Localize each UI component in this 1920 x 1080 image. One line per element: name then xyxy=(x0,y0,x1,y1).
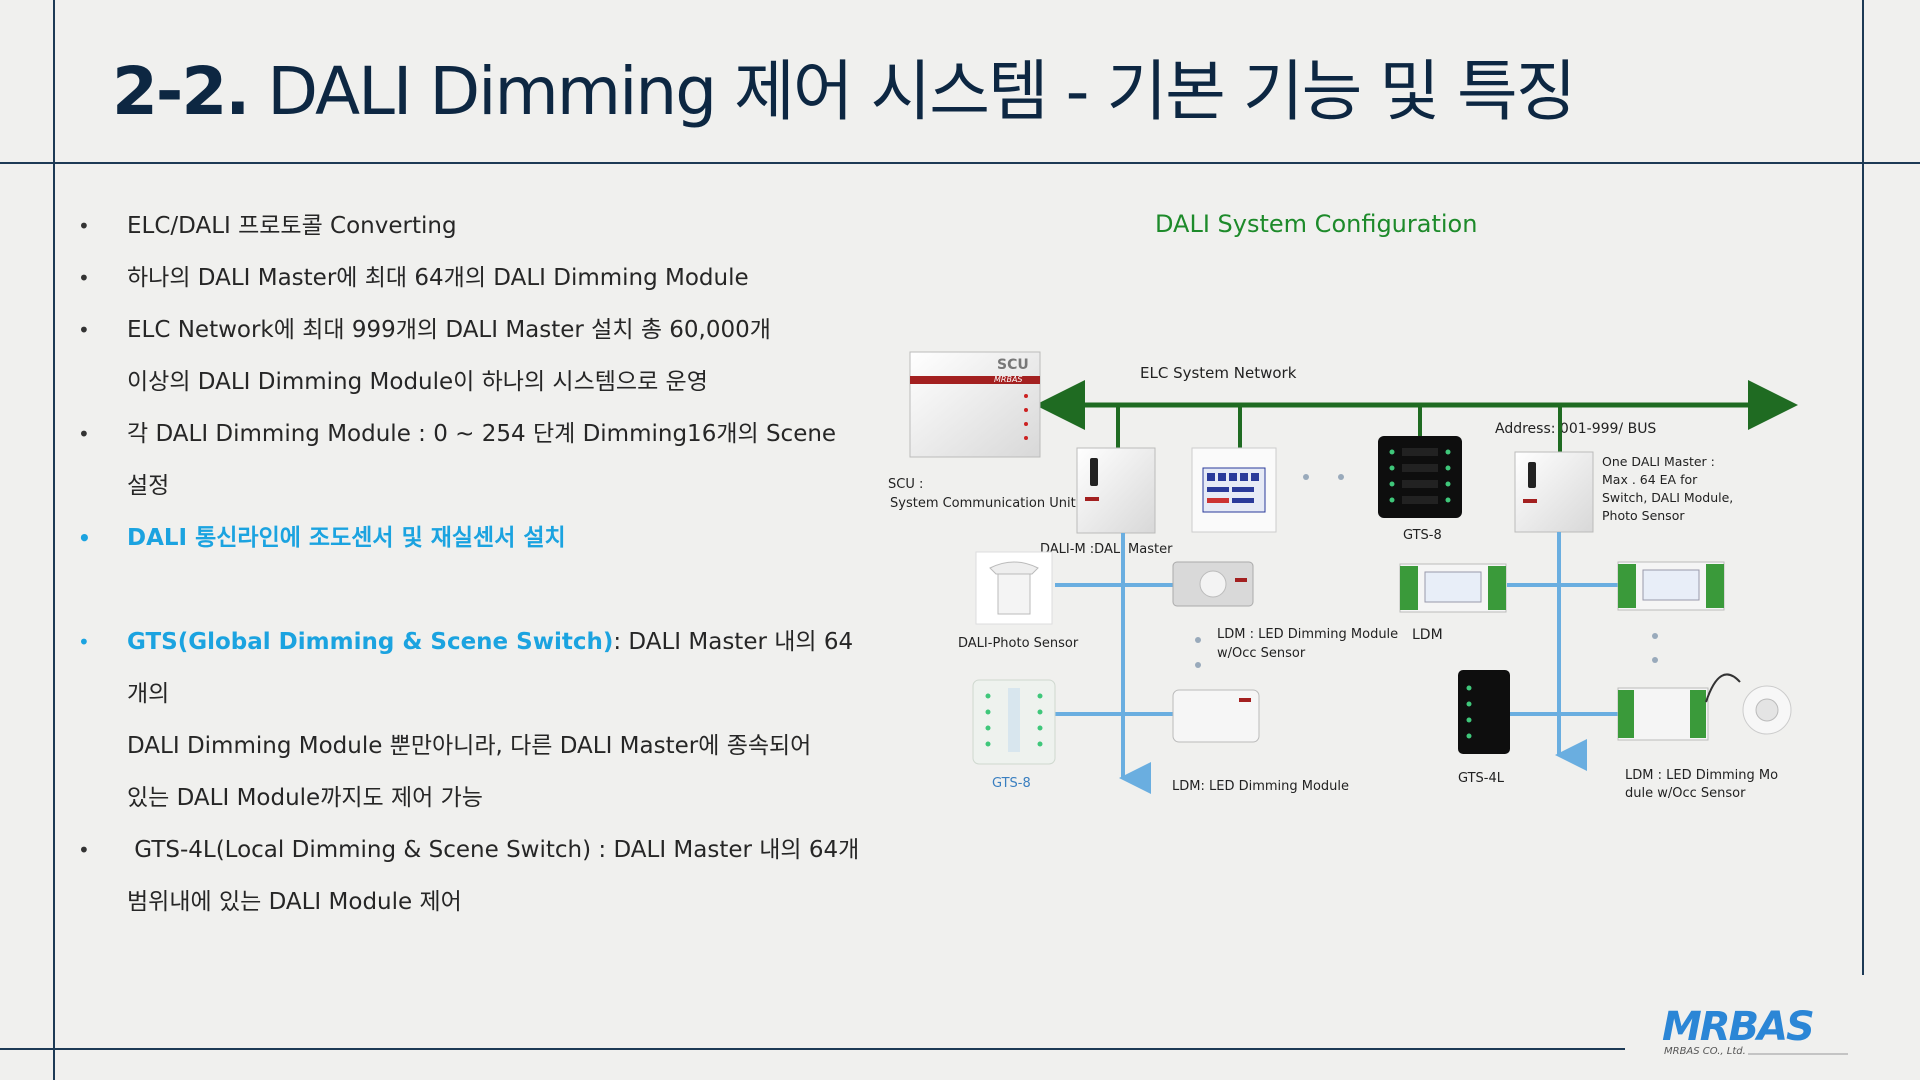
list-item: 하나의 DALI Master에 최대 64개의 DALI Dimming Mo… xyxy=(70,252,870,304)
diagram-title: DALI System Configuration xyxy=(1155,210,1477,238)
one-master-note: Max . 64 EA for xyxy=(1602,472,1698,487)
frame-right-line xyxy=(1862,0,1864,975)
ldm-dimming-module-device xyxy=(1172,689,1260,743)
gts8-switch-device xyxy=(1378,436,1462,518)
ldm-occ-label: LDM : LED Dimming Module xyxy=(1217,627,1398,642)
frame-header-line xyxy=(0,162,1920,164)
logo-subtext: MRBAS CO., Ltd. xyxy=(1664,1046,1746,1057)
ldm-right-label: LDM : LED Dimming Mo xyxy=(1625,768,1778,783)
slide-title: 2-2. DALI Dimming 제어 시스템 - 기본 기능 및 특징 xyxy=(112,38,1576,134)
one-master-note: One DALI Master : xyxy=(1602,454,1715,469)
frame-left-line xyxy=(53,0,55,1080)
dali-m-label: DALI-M :DALI Master xyxy=(1040,542,1173,557)
ldm-occ-device xyxy=(1172,561,1254,607)
list-item-continuation: 범위내에 있는 DALI Module 제어 xyxy=(127,889,462,915)
logo-text: MRBAS xyxy=(1662,1004,1813,1050)
ldm-module-device xyxy=(1399,563,1507,613)
dali-master-device xyxy=(1514,451,1594,533)
scu-device: SCU MRBAS xyxy=(909,351,1041,458)
svg-text:MRBAS: MRBAS xyxy=(994,375,1023,384)
gts8-white-switch-device xyxy=(972,679,1056,765)
list-item-continuation: DALI Dimming Module 뿐만아니라, 다른 DALI Maste… xyxy=(127,733,812,759)
list-spacer xyxy=(70,564,870,616)
ellipsis-dot xyxy=(1195,662,1201,668)
list-item: GTS(Global Dimming & Scene Switch): DALI… xyxy=(70,616,870,720)
ellipsis-dot xyxy=(1338,474,1344,480)
gts4l-label: GTS-4L xyxy=(1458,771,1505,786)
photo-sensor-device xyxy=(975,551,1053,625)
ellipsis-dot xyxy=(1195,637,1201,643)
ldm-occ-module-device xyxy=(1617,673,1792,741)
dali-master-device xyxy=(1076,447,1156,534)
gts4l-switch-device xyxy=(1458,670,1510,754)
network-label: ELC System Network xyxy=(1140,364,1297,382)
list-item: 각 DALI Dimming Module : 0 ~ 254 단계 Dimmi… xyxy=(70,408,870,460)
list-item: ELC Network에 최대 999개의 DALI Master 설치 총 6… xyxy=(70,304,870,356)
ellipsis-dot xyxy=(1652,633,1658,639)
touch-panel-device xyxy=(1191,447,1277,533)
list-item-continuation: 있는 DALI Module까지도 제어 가능 xyxy=(127,785,483,811)
mrbas-logo: MRBAS MRBAS CO., Ltd. xyxy=(1662,1004,1848,1057)
feature-list: ELC/DALI 프로토콜 Converting 하나의 DALI Master… xyxy=(70,200,870,928)
dali-system-diagram: DALI System Configuration ELC System Net… xyxy=(888,210,1798,801)
scu-label: SCU : xyxy=(888,477,923,492)
frame-bottom-line xyxy=(0,1048,1625,1050)
gts8-bottom-label: GTS-8 xyxy=(992,776,1031,791)
title-text: DALI Dimming 제어 시스템 - 기본 기능 및 특징 xyxy=(267,53,1576,130)
list-item-continuation: 이상의 DALI Dimming Module이 하나의 시스템으로 운영 xyxy=(127,369,708,395)
gts8-top-label: GTS-8 xyxy=(1403,528,1442,543)
one-master-note: Switch, DALI Module, xyxy=(1602,490,1733,505)
ldm-occ-label: w/Occ Sensor xyxy=(1217,646,1306,661)
title-number: 2-2. xyxy=(112,53,250,130)
list-item: GTS-4L(Local Dimming & Scene Switch) : D… xyxy=(70,824,870,876)
address-label: Address: 001-999/ BUS xyxy=(1495,421,1656,437)
ellipsis-dot xyxy=(1303,474,1309,480)
ldm-bottom-label: LDM: LED Dimming Module xyxy=(1172,779,1349,794)
svg-text:SCU: SCU xyxy=(997,357,1029,373)
ldm-right-label: dule w/Occ Sensor xyxy=(1625,786,1746,801)
one-master-note: Photo Sensor xyxy=(1602,508,1685,523)
list-item: ELC/DALI 프로토콜 Converting xyxy=(70,200,870,252)
list-item-highlight: DALI 통신라인에 조도센서 및 재실센서 설치 xyxy=(70,512,870,564)
ellipsis-dot xyxy=(1652,657,1658,663)
list-item-continuation: 설정 xyxy=(127,473,170,499)
ldm-module-device xyxy=(1617,561,1725,611)
ldm-label: LDM xyxy=(1412,627,1443,643)
scu-label: System Communication Unit xyxy=(890,496,1076,511)
photo-sensor-label: DALI-Photo Sensor xyxy=(958,636,1079,651)
